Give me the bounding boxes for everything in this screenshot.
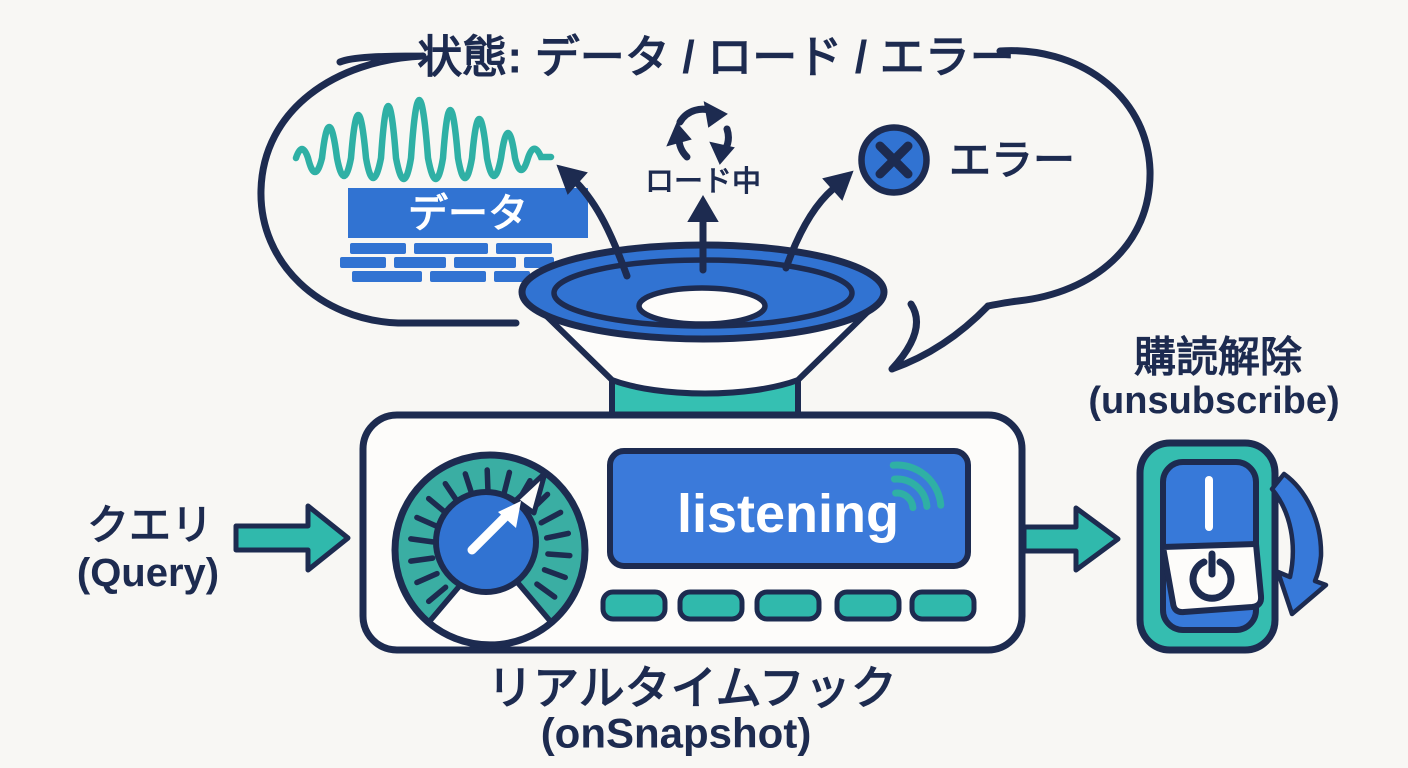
data-label: データ [408, 191, 528, 236]
power-icon [1189, 550, 1235, 602]
preset-button [600, 589, 668, 622]
dial-bottom-wedge [425, 545, 555, 647]
query-label-en: (Query) [77, 551, 219, 595]
data-label-background [348, 188, 588, 238]
waveform-icon [292, 97, 555, 183]
preset-button [834, 589, 902, 622]
arrow-right-icon [1021, 505, 1121, 573]
bubble-outline-left [257, 52, 520, 327]
brick-rows-icon [340, 243, 554, 282]
rotate-clockwise-arrow-icon [1269, 471, 1329, 617]
emit-arrow-right [782, 185, 837, 272]
bubble-outline-right [984, 47, 1154, 310]
preset-button [677, 589, 745, 622]
speaker-hole [636, 285, 768, 327]
toggle-rocker-off-face [1160, 541, 1265, 616]
loading-label: ロード中 [645, 165, 761, 198]
hook-caption-jp: リアルタイムフック [487, 662, 897, 714]
preset-buttons [600, 589, 977, 622]
realtime-device: listening [359, 411, 1026, 654]
loading-cycle-icon [666, 101, 735, 165]
toggle-switch-icon [1136, 439, 1279, 654]
loading-indicator: ロード中 [645, 101, 761, 198]
unsubscribe-label-en: (unsubscribe) [1088, 380, 1339, 422]
screen-text: listening [677, 484, 899, 544]
dial-knob-icon [391, 451, 589, 649]
unsubscribe-label-jp: 購読解除 [1134, 334, 1303, 381]
dial-pointer-notch [513, 470, 548, 516]
query-label-jp: クエリ [87, 502, 213, 549]
preset-button [909, 589, 977, 622]
preset-button [754, 589, 822, 622]
unsubscribe-output: 購読解除 (unsubscribe) [1021, 334, 1340, 654]
bubble-tail [888, 300, 992, 373]
bubble-title: 状態: データ / ロード / エラー [417, 32, 1015, 83]
arrow-right-icon [233, 503, 351, 573]
error-label: エラー [949, 137, 1075, 184]
hook-caption-en: (onSnapshot) [541, 710, 812, 757]
wifi-signal-icon [889, 461, 945, 512]
speaker-emit-arrows [556, 164, 854, 280]
data-card: データ [340, 188, 588, 282]
speech-bubble: 状態: データ / ロード / エラー [257, 32, 1154, 373]
error-badge: エラー [858, 124, 1075, 196]
query-input: クエリ (Query) [77, 502, 351, 595]
hook-caption: リアルタイムフック (onSnapshot) [487, 662, 897, 757]
display-screen: listening [607, 448, 971, 569]
emit-arrow-left [573, 179, 631, 280]
